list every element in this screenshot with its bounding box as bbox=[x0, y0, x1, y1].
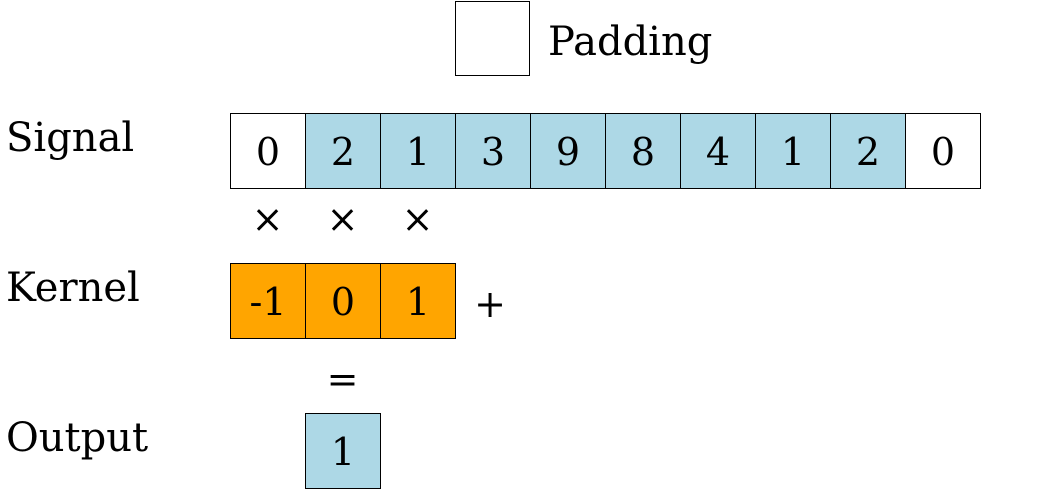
signal-cell: 0 bbox=[905, 113, 981, 189]
times-sign: × bbox=[326, 197, 359, 241]
signal-cell: 9 bbox=[530, 113, 606, 189]
kernel-cell: -1 bbox=[230, 263, 306, 339]
signal-cell: 3 bbox=[455, 113, 531, 189]
plus-sign: + bbox=[474, 282, 506, 326]
kernel-row-label: Kernel bbox=[6, 265, 140, 311]
signal-cell: 1 bbox=[380, 113, 456, 189]
times-sign: × bbox=[401, 197, 434, 241]
equals-sign: = bbox=[326, 357, 359, 401]
padding-legend-swatch bbox=[455, 1, 530, 76]
padding-legend-label: Padding bbox=[548, 19, 713, 65]
times-sign: × bbox=[251, 197, 284, 241]
output-cell: 1 bbox=[305, 413, 381, 489]
output-row-label: Output bbox=[6, 415, 149, 461]
signal-cell: 8 bbox=[605, 113, 681, 189]
signal-cell: 0 bbox=[230, 113, 306, 189]
signal-row-label: Signal bbox=[6, 115, 135, 161]
kernel-cell: 1 bbox=[380, 263, 456, 339]
signal-cell: 2 bbox=[830, 113, 906, 189]
signal-cell: 1 bbox=[755, 113, 831, 189]
signal-cell: 2 bbox=[305, 113, 381, 189]
kernel-cell: 0 bbox=[305, 263, 381, 339]
signal-cell: 4 bbox=[680, 113, 756, 189]
